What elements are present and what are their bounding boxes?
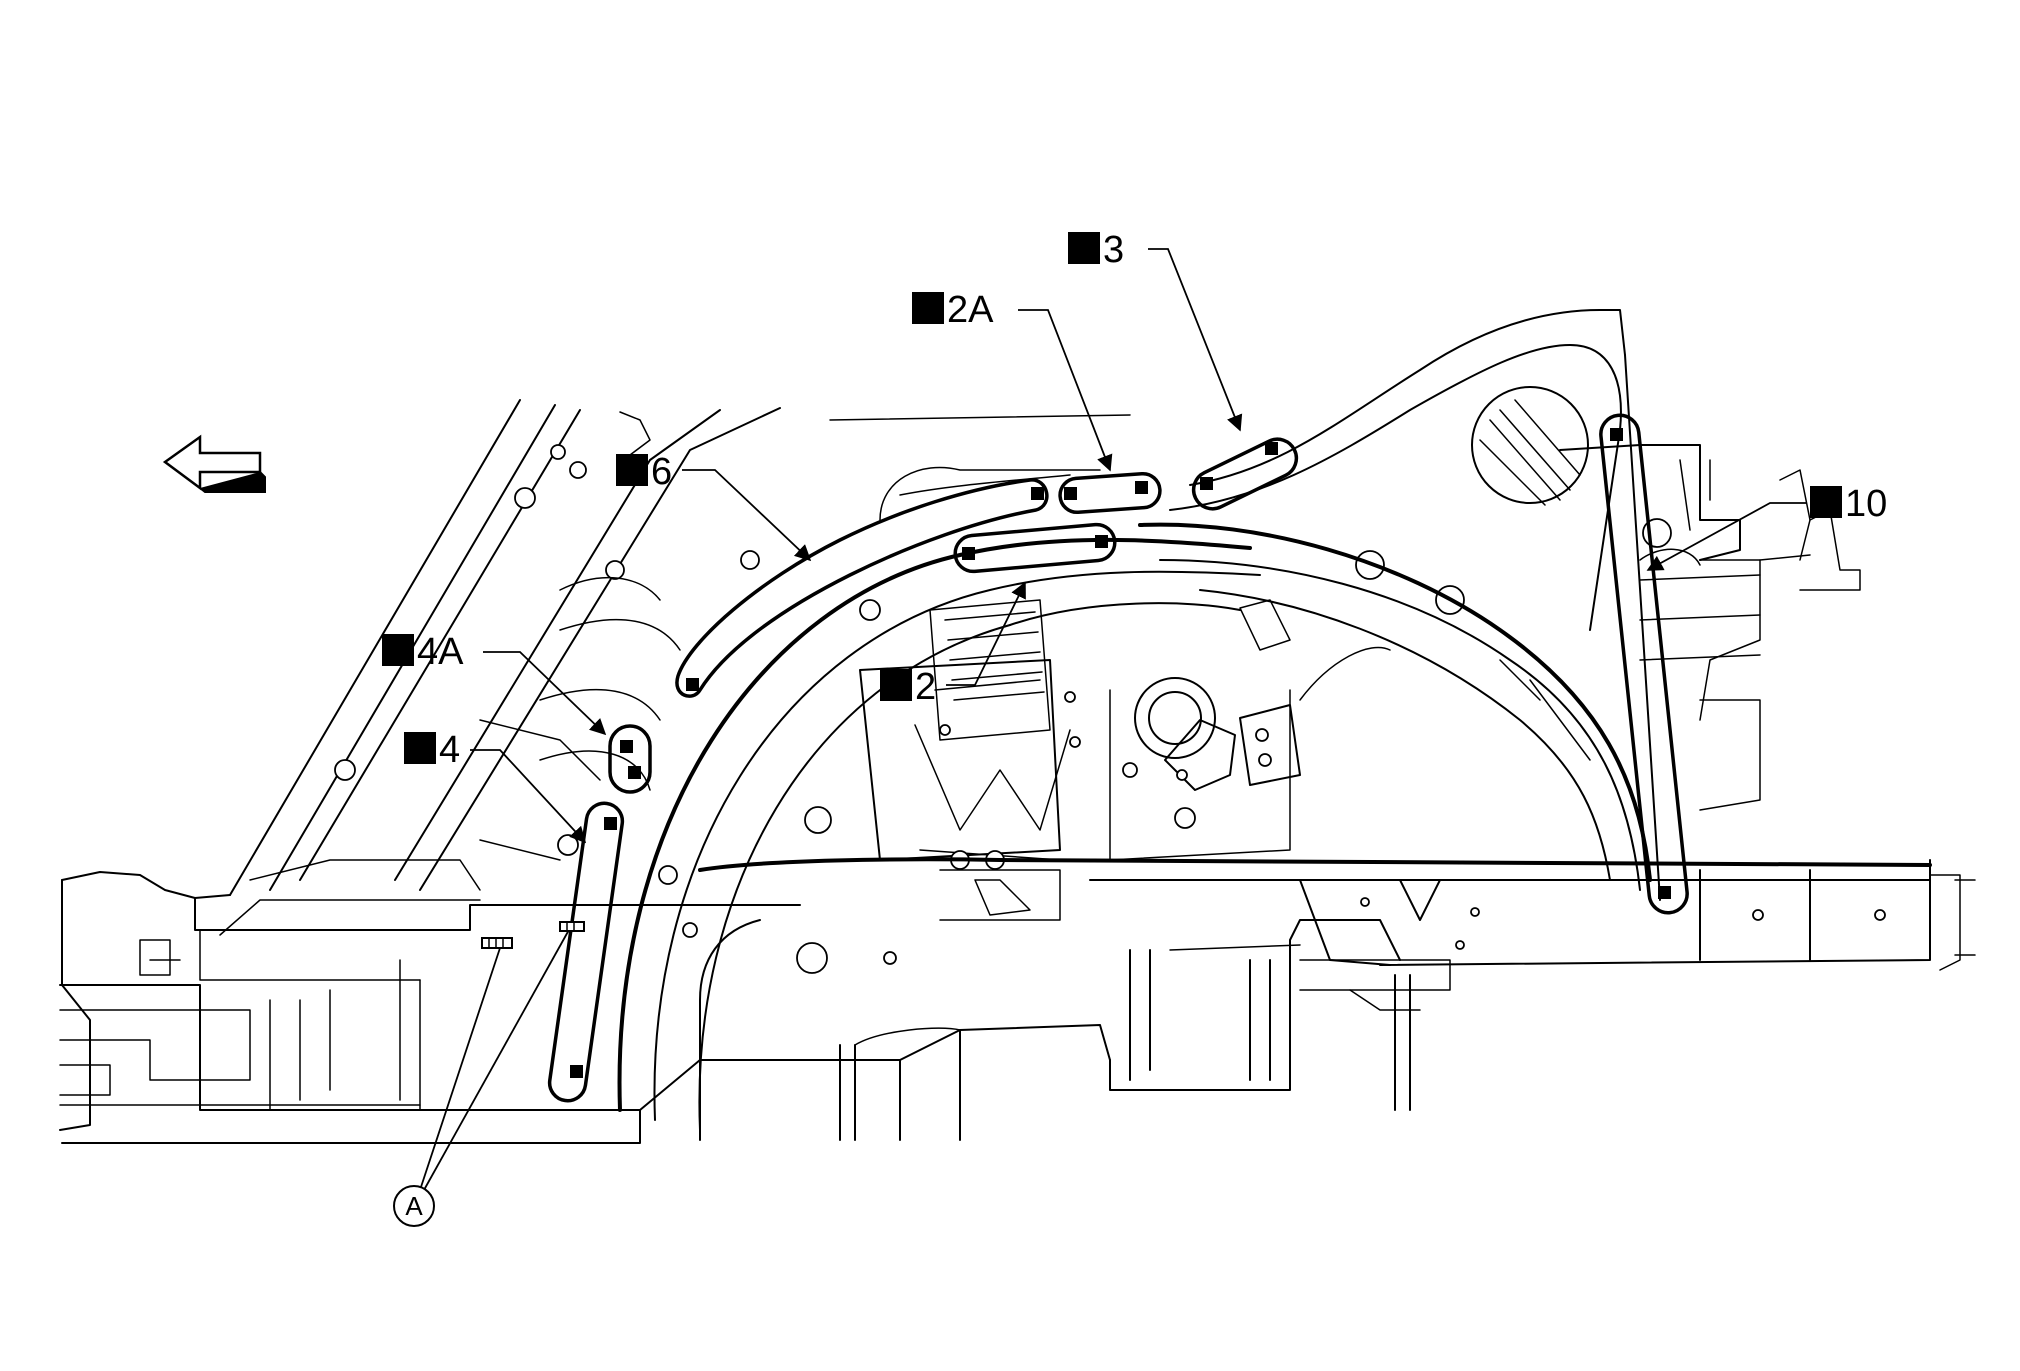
black-square-marker-icon bbox=[1068, 232, 1100, 264]
label-4-text: 4 bbox=[439, 729, 460, 771]
callout-label-3: 3 bbox=[1068, 229, 1124, 271]
black-square-marker-icon bbox=[616, 454, 648, 486]
spot-weld-square bbox=[1064, 487, 1077, 500]
label-6-text: 6 bbox=[651, 451, 672, 493]
spot-weld-marks-a bbox=[481, 921, 585, 949]
weld-zone-10 bbox=[1599, 413, 1689, 915]
label-2a-text: 2A bbox=[947, 289, 994, 331]
black-square-marker-icon bbox=[404, 732, 436, 764]
spot-weld-square bbox=[604, 817, 617, 830]
spot-weld-square bbox=[962, 547, 975, 560]
spot-weld-square bbox=[1265, 442, 1278, 455]
spot-welds bbox=[570, 428, 1671, 1078]
callout-label-a: A bbox=[393, 1185, 435, 1227]
spot-weld-square bbox=[686, 678, 699, 691]
spot-weld-square bbox=[1135, 481, 1148, 494]
spot-weld-square bbox=[570, 1065, 583, 1078]
callout-label-2a: 2A bbox=[912, 289, 994, 331]
weld-zones bbox=[547, 413, 1689, 1103]
label-a-circle bbox=[393, 1185, 435, 1227]
spot-weld-square bbox=[1658, 886, 1671, 899]
leader-4a bbox=[483, 651, 607, 736]
label-3-text: 3 bbox=[1103, 229, 1124, 271]
front-direction-arrow-icon bbox=[162, 434, 266, 493]
spot-weld-square bbox=[620, 740, 633, 753]
label-4a-text: 4A bbox=[417, 631, 464, 673]
callout-label-2: 2 bbox=[880, 666, 936, 708]
callout-label-4a: 4A bbox=[382, 631, 464, 673]
leader-3 bbox=[1148, 248, 1243, 432]
black-square-marker-icon bbox=[382, 634, 414, 666]
black-square-marker-icon bbox=[1810, 486, 1842, 518]
leader-2a bbox=[1018, 309, 1113, 472]
black-square-marker-icon bbox=[880, 669, 912, 701]
weld-zone-2a-upper bbox=[1058, 471, 1162, 515]
label-10-text: 10 bbox=[1845, 483, 1887, 525]
leader-a-right bbox=[423, 927, 571, 1191]
leader-6 bbox=[682, 469, 812, 562]
leader-10 bbox=[1646, 502, 1806, 571]
leader-4 bbox=[470, 749, 587, 844]
weld-zone-6 bbox=[675, 478, 1049, 698]
callout-label-6: 6 bbox=[616, 451, 672, 493]
label-2-text: 2 bbox=[915, 666, 936, 708]
callout-label-4: 4 bbox=[404, 729, 460, 771]
leader-a-left bbox=[419, 947, 501, 1191]
body-linework bbox=[59, 309, 1976, 1144]
spot-weld-square bbox=[1200, 477, 1213, 490]
weld-zone-3 bbox=[1191, 437, 1299, 511]
weld-zone-4a bbox=[608, 724, 652, 794]
callout-leaders bbox=[419, 248, 1806, 1191]
spot-weld-square bbox=[1610, 428, 1623, 441]
label-a-text: A bbox=[405, 1191, 423, 1221]
weld-zone-2 bbox=[953, 522, 1117, 574]
callout-label-10: 10 bbox=[1810, 483, 1887, 525]
spot-weld-square bbox=[628, 766, 641, 779]
spot-weld-square bbox=[1095, 535, 1108, 548]
spot-weld-square bbox=[1031, 487, 1044, 500]
leader-2 bbox=[946, 581, 1026, 686]
black-square-marker-icon bbox=[912, 292, 944, 324]
weld-zone-4 bbox=[547, 801, 625, 1103]
